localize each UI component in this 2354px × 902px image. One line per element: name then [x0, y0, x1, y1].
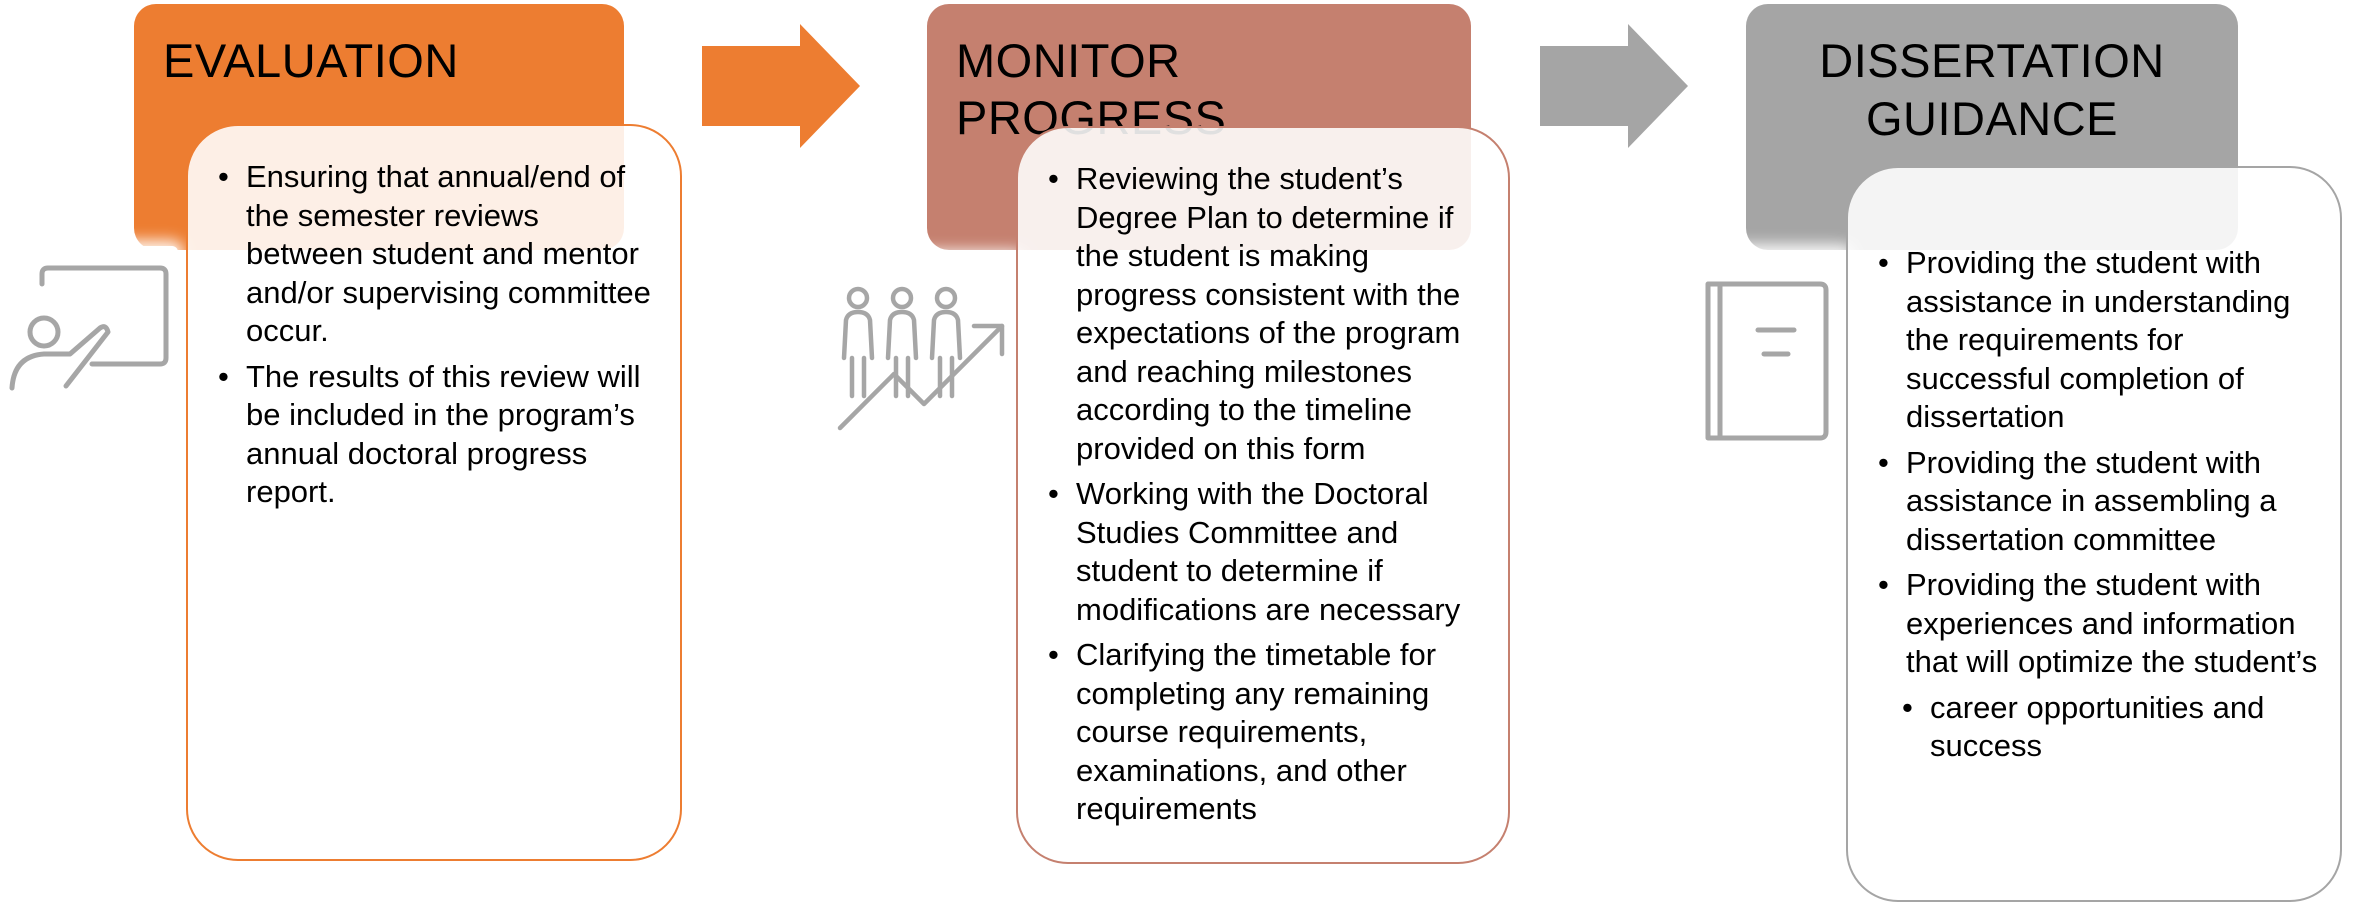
evaluation-title: EVALUATION: [163, 34, 459, 87]
bullet-item: The results of this review will be inclu…: [216, 358, 656, 512]
presentation-teacher-icon: [0, 246, 178, 406]
people-growth-icon: [824, 256, 1020, 452]
bullet-item: Providing the student with experiences a…: [1876, 566, 2324, 682]
bullet-item: Clarifying the timetable for completing …: [1046, 636, 1490, 829]
sub-bullet-item: career opportunities and success: [1900, 689, 2324, 766]
bullet-item: Working with the Doctoral Studies Commit…: [1046, 475, 1490, 629]
bullet-item: Providing the student with assistance in…: [1876, 444, 2324, 560]
dissertation-guidance-title-line1: DISSERTATION: [1819, 34, 2165, 87]
dissertation-guidance-title-line2: GUIDANCE: [1865, 92, 2119, 145]
evaluation-bullets: Ensuring that annual/end of the semester…: [216, 158, 656, 519]
bullet-item: Ensuring that annual/end of the semester…: [216, 158, 656, 351]
dissertation-guidance-bullets: Providing the student with assistance in…: [1876, 244, 2324, 773]
monitor-progress-bullets: Reviewing the student’s Degree Plan to d…: [1046, 160, 1490, 836]
bullet-item: Reviewing the student’s Degree Plan to d…: [1046, 160, 1490, 468]
book-icon: [1672, 250, 1848, 450]
arrow-right-icon: [702, 24, 860, 148]
arrow-right-icon: [1540, 24, 1688, 148]
bullet-item: Providing the student with assistance in…: [1876, 244, 2324, 437]
